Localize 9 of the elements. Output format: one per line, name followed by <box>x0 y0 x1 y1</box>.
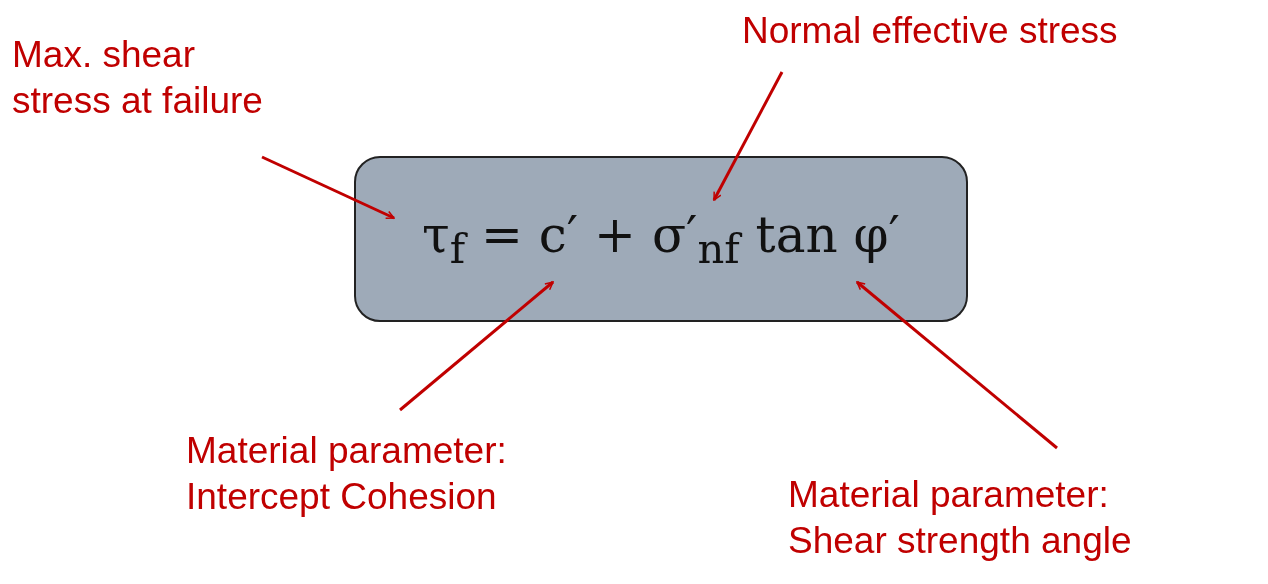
leader-arrow <box>712 71 784 201</box>
callout-text: Material parameter: Shear strength angle <box>788 472 1198 564</box>
callout-text: Normal effective stress <box>742 8 1266 54</box>
leader-arrow <box>856 280 1058 450</box>
equation-box: τ$_{f}$ = c′ + σ′$_{nf}$ tan φ′ <box>354 156 968 322</box>
leader-arrow <box>261 155 395 220</box>
callout-text: Max. shear stress at failure <box>12 32 302 124</box>
callout-text: Material parameter: Intercept Cohesion <box>186 428 616 520</box>
leader-arrow <box>399 280 554 412</box>
